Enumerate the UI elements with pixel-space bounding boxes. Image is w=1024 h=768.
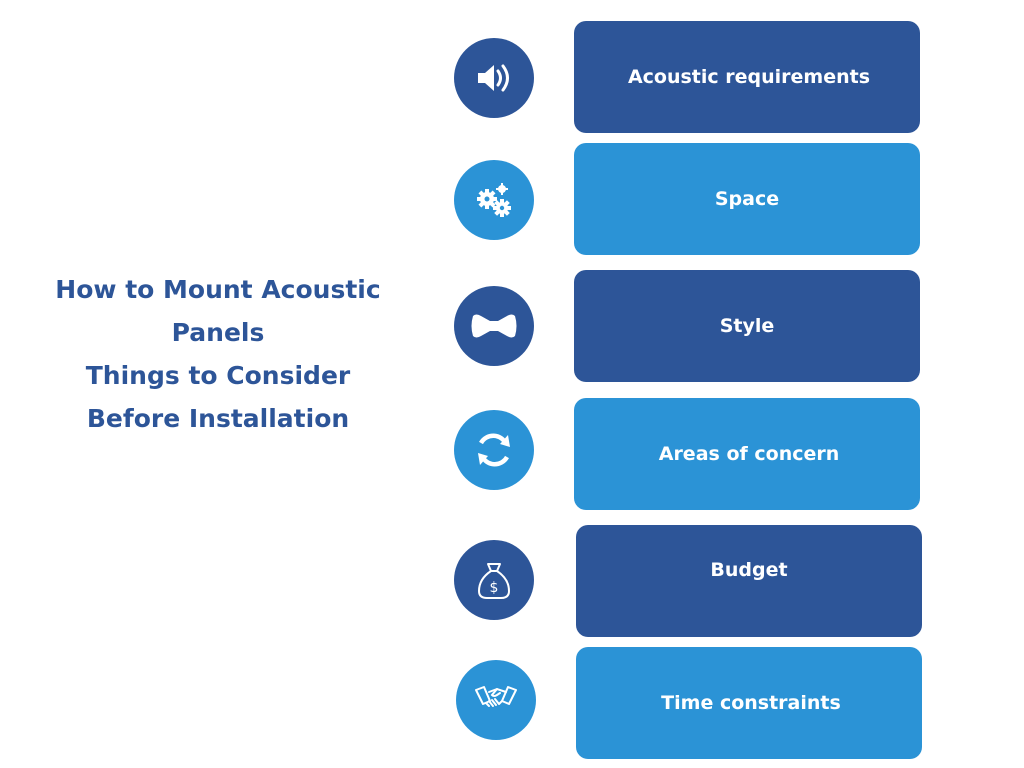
refresh-icon bbox=[454, 410, 534, 490]
title-line-1: How to Mount Acoustic bbox=[55, 275, 381, 304]
item-card-space: Space bbox=[574, 143, 920, 255]
bowtie-icon bbox=[454, 286, 534, 366]
item-card-areas-of-concern: Areas of concern bbox=[574, 398, 920, 510]
money-bag-icon: $ bbox=[454, 540, 534, 620]
item-label: Budget bbox=[710, 559, 788, 581]
item-label: Space bbox=[714, 188, 780, 210]
title-line-3: Things to Consider bbox=[85, 361, 351, 390]
item-card-budget: Budget bbox=[576, 525, 922, 637]
item-label: Style bbox=[719, 315, 775, 337]
gears-icon bbox=[454, 160, 534, 240]
speaker-icon bbox=[454, 38, 534, 118]
item-label: Time constraints bbox=[661, 692, 841, 714]
item-card-time-constraints: Time constraints bbox=[576, 647, 922, 759]
title-line-4: Before Installation bbox=[86, 404, 350, 433]
page-title: How to Mount Acoustic Panels Things to C… bbox=[28, 268, 408, 440]
item-card-acoustic-requirements: Acoustic requirements bbox=[574, 21, 920, 133]
handshake-icon bbox=[456, 660, 536, 740]
item-label: Acoustic requirements bbox=[627, 66, 871, 88]
title-line-2: Panels bbox=[171, 318, 265, 347]
item-label: Areas of concern bbox=[658, 443, 840, 465]
item-card-style: Style bbox=[574, 270, 920, 382]
svg-text:$: $ bbox=[490, 580, 499, 596]
